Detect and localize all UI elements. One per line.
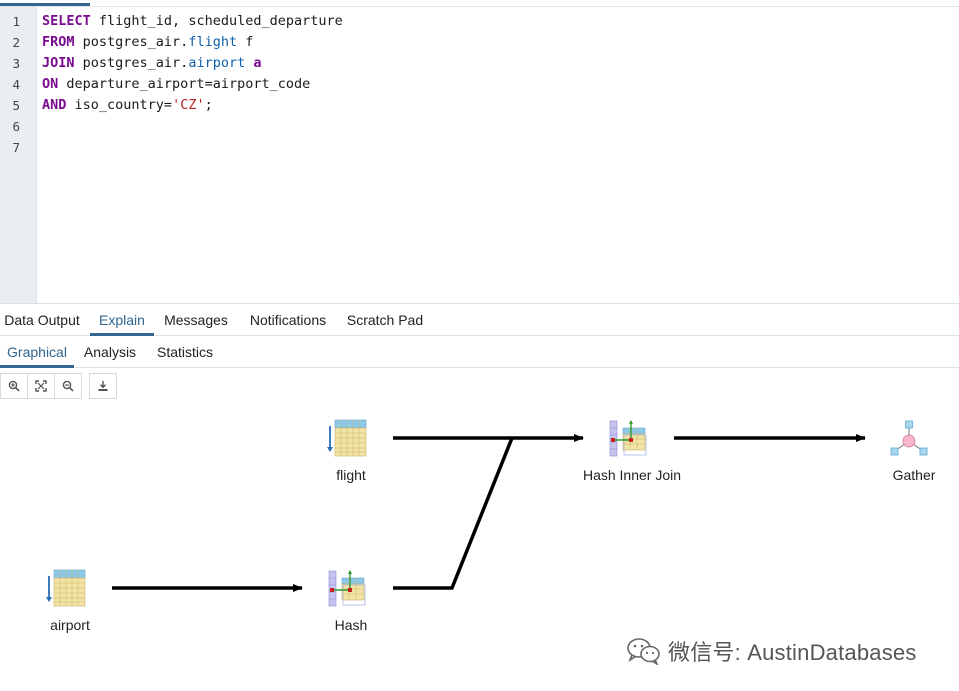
node-hash-inner-join[interactable] — [609, 418, 649, 458]
line-number: 3 — [12, 56, 20, 71]
sql-keyword: a — [253, 55, 262, 71]
sql-keyword: FROM — [42, 34, 75, 50]
sql-keyword: JOIN — [42, 55, 75, 71]
watermark-text: 微信号: AustinDatabases — [668, 640, 917, 665]
line-number: 5 — [12, 98, 20, 113]
tab-messages[interactable]: Messages — [164, 311, 228, 328]
sql-text: ; — [204, 97, 213, 113]
tab-graphical[interactable]: Graphical — [0, 336, 74, 368]
edge-hash-to-hash-join — [393, 437, 514, 590]
zoom-to-fit-button[interactable] — [27, 373, 55, 399]
code-line: FROM postgres_air.flight f — [42, 32, 343, 53]
node-flight-label: flight — [336, 467, 366, 483]
sql-text: postgres_air. — [74, 55, 189, 71]
line-number: 1 — [12, 14, 20, 29]
line-number: 2 — [12, 35, 20, 50]
code-line — [42, 116, 343, 137]
tab-analysis[interactable]: Analysis — [83, 343, 137, 360]
line-number-gutter: 1 2 3 4 5 6 7 — [0, 7, 37, 303]
zoom-to-fit-icon — [35, 380, 47, 392]
sql-string: 'CZ' — [172, 97, 205, 113]
tab-data-output[interactable]: Data Output — [4, 311, 80, 328]
sql-text: flight_id, scheduled_departure — [90, 13, 343, 29]
sql-keyword: AND — [42, 97, 67, 113]
gather-icon — [890, 420, 928, 456]
code-line: AND iso_country='CZ'; — [42, 95, 343, 116]
zoom-out-button[interactable] — [54, 373, 82, 399]
wechat-icon — [627, 638, 660, 665]
result-tabs: Data Output Explain Messages Notificatio… — [0, 303, 959, 336]
tab-explain[interactable]: Explain — [90, 304, 154, 336]
code-line: JOIN postgres_air.airport a — [42, 53, 343, 74]
hash-icon — [328, 570, 366, 607]
seq-scan-icon — [327, 419, 367, 457]
code-line — [42, 137, 343, 158]
zoom-out-icon — [62, 380, 74, 392]
zoom-in-icon — [8, 380, 20, 392]
node-flight[interactable] — [326, 418, 370, 458]
editor-tab-strip — [0, 0, 959, 7]
download-icon — [98, 381, 108, 391]
code-line: ON departure_airport=airport_code — [42, 74, 343, 95]
node-airport-label: airport — [50, 617, 90, 633]
node-gather-label: Gather — [892, 467, 936, 483]
watermark: 微信号: AustinDatabases — [626, 636, 917, 666]
download-button[interactable] — [89, 373, 117, 399]
sql-text: iso_country= — [66, 97, 173, 113]
sql-text: f — [237, 34, 254, 50]
line-number: 4 — [12, 77, 20, 92]
explain-plan-graph[interactable]: flight airport — [0, 400, 959, 691]
sql-identifier: flight — [188, 34, 238, 50]
editor-active-tab-indicator — [0, 3, 90, 6]
node-hash-label: Hash — [334, 617, 368, 633]
tab-statistics[interactable]: Statistics — [156, 343, 213, 360]
seq-scan-icon — [46, 569, 86, 607]
node-gather[interactable] — [889, 420, 929, 458]
hash-join-icon — [609, 420, 647, 457]
code-line: SELECT flight_id, scheduled_departure — [42, 11, 343, 32]
zoom-in-button[interactable] — [0, 373, 28, 399]
sql-editor[interactable]: 1 2 3 4 5 6 7 SELECT flight_id, scheduled_depa… — [0, 0, 959, 303]
sql-identifier: airport — [188, 55, 246, 71]
line-number: 6 — [12, 119, 20, 134]
explain-tabs: Graphical Analysis Statistics — [0, 336, 959, 368]
tab-scratch-pad[interactable]: Scratch Pad — [346, 311, 424, 328]
node-hash-inner-join-label: Hash Inner Join — [582, 467, 682, 483]
node-airport[interactable] — [45, 568, 89, 608]
sql-text: postgres_air. — [74, 34, 189, 50]
node-hash[interactable] — [328, 568, 368, 608]
tab-notifications[interactable]: Notifications — [249, 311, 327, 328]
sql-keyword: ON — [42, 76, 59, 92]
line-number: 7 — [12, 140, 20, 155]
sql-keyword: SELECT — [42, 13, 91, 29]
sql-text: departure_airport=airport_code — [58, 76, 311, 92]
plan-edges — [112, 434, 866, 592]
